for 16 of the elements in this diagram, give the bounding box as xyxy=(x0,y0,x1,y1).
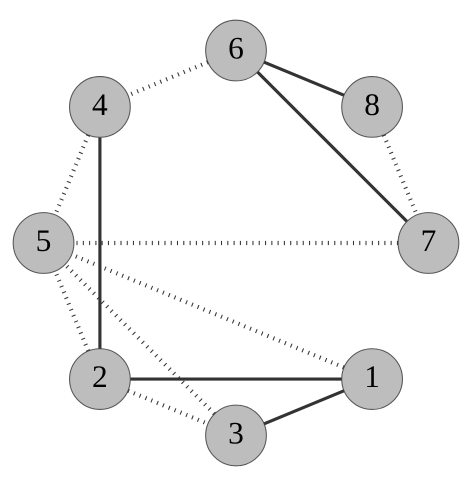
node-circle: 3 xyxy=(204,404,266,466)
connector xyxy=(98,138,101,349)
connector xyxy=(263,60,344,97)
node-circle: 8 xyxy=(340,76,402,138)
node-circle: 4 xyxy=(68,76,130,138)
connector xyxy=(126,388,208,426)
node-circle: 6 xyxy=(204,20,266,82)
node-circle: 7 xyxy=(397,212,459,274)
connector xyxy=(130,378,342,381)
node-circle: 2 xyxy=(68,348,130,410)
node-circle: 1 xyxy=(340,348,402,410)
connector xyxy=(63,263,216,416)
connector xyxy=(256,71,408,222)
connector xyxy=(263,389,344,426)
connector xyxy=(74,240,398,246)
node-circle: 5 xyxy=(12,212,74,274)
